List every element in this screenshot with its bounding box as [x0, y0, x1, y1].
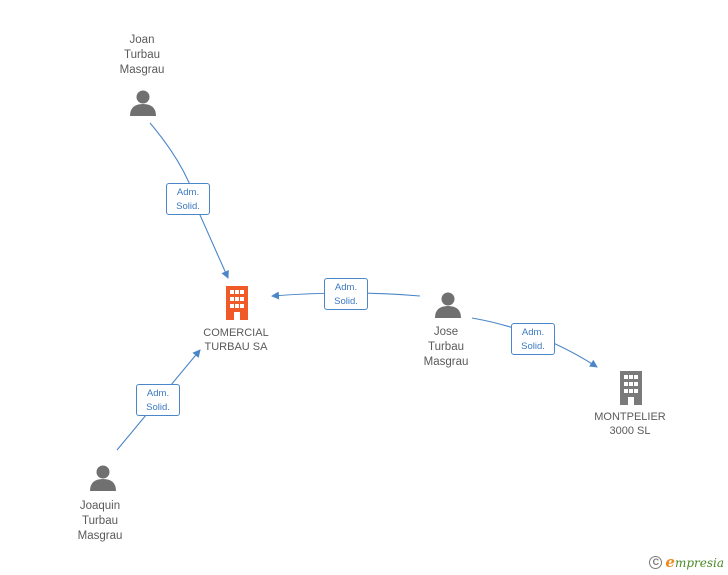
building-icon[interactable] — [617, 371, 645, 405]
edge-label-line2: Solid. — [146, 402, 170, 413]
person-icon[interactable] — [433, 290, 463, 320]
node-label-comercial-turbau: COMERCIAL TURBAU SA — [203, 327, 269, 353]
copyright-icon: C — [649, 555, 663, 569]
brand-rest: mpresia — [674, 556, 724, 570]
edge-label-line2: Solid. — [521, 341, 545, 352]
edge-label-line1: Adm. — [334, 282, 358, 293]
footer-brand: C empresia — [649, 553, 724, 571]
node-label-jose: Jose Turbau Masgrau — [423, 326, 469, 368]
brand-initial: e — [665, 553, 675, 571]
person-icon[interactable] — [88, 463, 118, 493]
node-label-joan: Joan Turbau Masgrau — [119, 34, 165, 76]
edge-label-joan-comercial[interactable]: Adm. Solid. — [166, 183, 210, 215]
empresia-logo[interactable]: empresia — [665, 553, 724, 571]
edge-label-jose-comercial[interactable]: Adm. Solid. — [324, 278, 368, 310]
edge-label-line2: Solid. — [334, 296, 358, 307]
person-icon[interactable] — [128, 88, 158, 118]
building-icon[interactable] — [223, 286, 251, 320]
edge-label-joaquin-comercial[interactable]: Adm. Solid. — [136, 384, 180, 416]
edge-label-line1: Adm. — [146, 388, 170, 399]
edge-label-jose-montpelier[interactable]: Adm. Solid. — [511, 323, 555, 355]
edge-label-line1: Adm. — [176, 187, 200, 198]
edge-label-line2: Solid. — [176, 201, 200, 212]
node-label-joaquin: Joaquin Turbau Masgrau — [77, 500, 123, 542]
node-label-montpelier: MONTPELIER 3000 SL — [594, 411, 666, 437]
edge-label-line1: Adm. — [521, 327, 545, 338]
